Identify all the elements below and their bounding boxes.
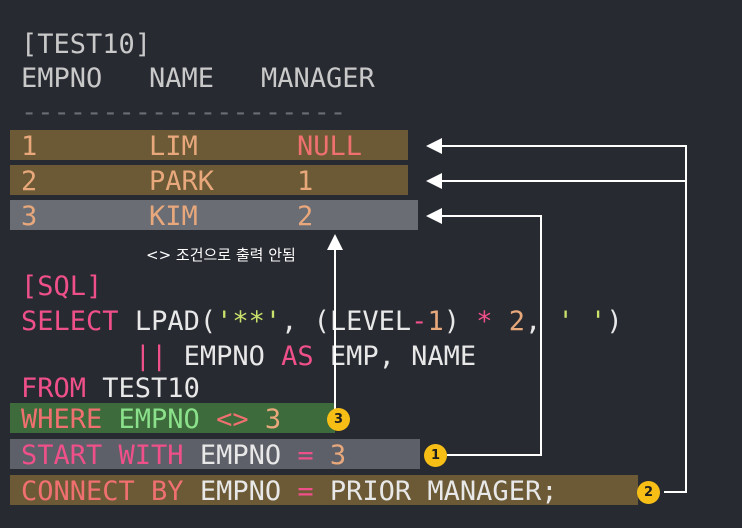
row-2-highlight — [10, 165, 408, 195]
table-separator: -------------------- — [21, 97, 347, 128]
sql-concat-line: || EMPNO AS EMP, NAME — [134, 341, 477, 372]
row-3-name: KIM — [149, 201, 198, 232]
sql-label: [SQL] — [21, 271, 103, 302]
row-3-manager: 2 — [297, 201, 314, 232]
connect-by-highlight — [10, 475, 638, 505]
row-2-empno: 2 — [21, 166, 38, 197]
badge-3: 3 — [327, 408, 350, 431]
row-1-name: LIM — [149, 131, 198, 162]
sql-start-with-line: START WITH EMPNO = 3 — [21, 440, 347, 471]
row-2-manager: 1 — [297, 166, 314, 197]
sql-where-line: WHERE EMPNO <> 3 — [21, 404, 282, 435]
sql-connect-by-line: CONNECT BY EMPNO = PRIOR MANAGER; — [21, 476, 558, 507]
arrow-connect-to-row1 — [426, 138, 687, 493]
row-1-empno: 1 — [21, 131, 38, 162]
sql-select-line: SELECT LPAD('**', (LEVEL-1) * 2, ' ') — [21, 306, 623, 337]
row-3-empno: 3 — [21, 201, 38, 232]
badge-1: 1 — [424, 444, 447, 467]
badge-2: 2 — [637, 481, 660, 504]
row-1-manager: NULL — [297, 131, 363, 162]
row-3-highlight — [10, 200, 418, 230]
row-2-name: PARK — [149, 166, 215, 197]
header-manager: MANAGER — [261, 63, 375, 94]
sql-from-line: FROM TEST10 — [21, 373, 200, 404]
start-with-highlight — [10, 439, 420, 469]
annotation-note: <> 조건으로 출력 안됨 — [146, 246, 296, 264]
arrow-start-to-row3 — [426, 208, 542, 456]
header-empno: EMPNO — [21, 63, 103, 94]
row-1-highlight — [10, 130, 408, 160]
table-title: [TEST10] — [21, 29, 152, 60]
where-highlight — [10, 403, 335, 433]
header-name: NAME — [149, 63, 215, 94]
